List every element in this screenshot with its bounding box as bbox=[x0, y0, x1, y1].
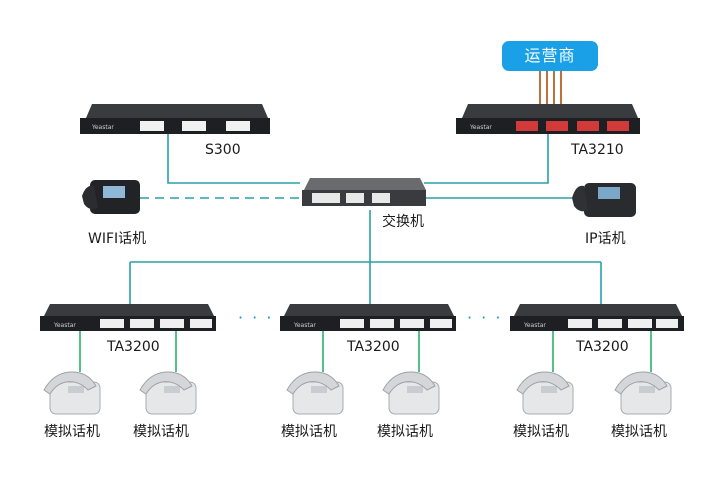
s300-uplink bbox=[167, 134, 300, 184]
carrier-badge: 运营商 bbox=[502, 41, 598, 71]
lan-lines bbox=[129, 134, 602, 306]
gateway-3-brand: Yeastar bbox=[523, 322, 546, 329]
analog-phone-2-icon bbox=[139, 371, 197, 415]
ip-phone-device bbox=[572, 183, 636, 217]
wifi-phone-label: WIFI话机 bbox=[88, 231, 147, 247]
analog-phone-1-label: 模拟话机 bbox=[44, 424, 100, 440]
ellipsis-1: · · · bbox=[238, 308, 274, 327]
s300-label: S300 bbox=[205, 142, 241, 158]
gateway-3-device: Yeastar bbox=[510, 304, 684, 331]
ta3210-label: TA3210 bbox=[571, 142, 624, 158]
analog-phone-6-label: 模拟话机 bbox=[611, 424, 667, 440]
ellipsis-2: · · · bbox=[467, 308, 503, 327]
gateway-2-brand: Yeastar bbox=[293, 322, 316, 329]
gateway-3-label: TA3200 bbox=[576, 339, 629, 355]
analog-phone-2-label: 模拟话机 bbox=[133, 424, 189, 440]
ta3210-brand: Yeastar bbox=[469, 124, 492, 131]
analog-phone-3-icon bbox=[286, 371, 344, 415]
analog-phone-3-label: 模拟话机 bbox=[281, 424, 337, 440]
gateway-1-label: TA3200 bbox=[107, 339, 160, 355]
s300-device: Yeastar bbox=[80, 104, 270, 134]
analog-phone-1-icon bbox=[43, 371, 101, 415]
gateway-2-device: Yeastar bbox=[280, 304, 456, 331]
gateway-1-brand: Yeastar bbox=[53, 322, 76, 329]
switch-label: 交换机 bbox=[382, 214, 424, 230]
gateway-1-device: Yeastar bbox=[40, 304, 216, 331]
ta3210-uplink bbox=[424, 134, 549, 184]
wifi-phone-device bbox=[82, 180, 140, 214]
switch-device bbox=[302, 178, 426, 206]
analog-phone-6-icon bbox=[614, 371, 672, 415]
analog-phone-4-label: 模拟话机 bbox=[377, 424, 433, 440]
analog-phone-5-icon bbox=[516, 371, 574, 415]
analog-phone-4-icon bbox=[382, 371, 440, 415]
ta3210-device: Yeastar bbox=[456, 104, 640, 134]
gateway-2-label: TA3200 bbox=[347, 339, 400, 355]
phone-lines bbox=[79, 331, 652, 372]
s300-brand: Yeastar bbox=[91, 124, 114, 131]
ip-phone-label: IP话机 bbox=[585, 231, 626, 247]
analog-phone-5-label: 模拟话机 bbox=[513, 424, 569, 440]
